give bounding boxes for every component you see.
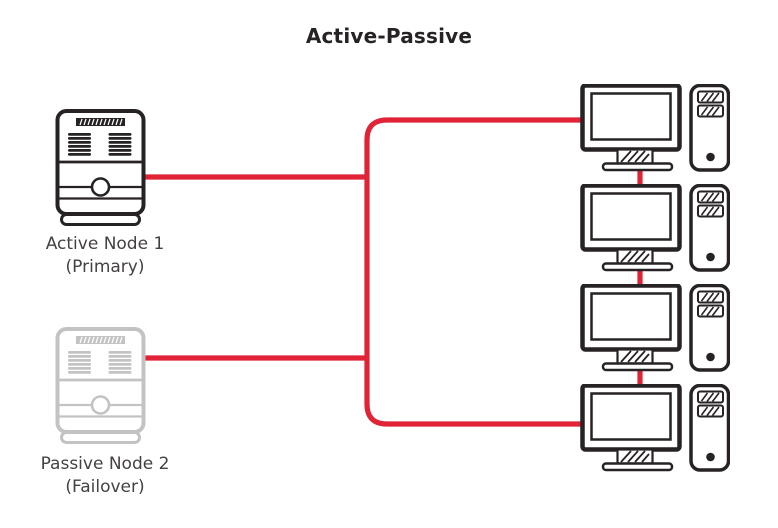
active-server-icon — [55, 109, 146, 227]
client-computer-4 — [580, 384, 730, 472]
passive-node-name: Passive Node 2 — [40, 454, 170, 474]
client-computer-2 — [580, 184, 730, 272]
diagram-title: Active-Passive — [305, 24, 473, 48]
passive-node-role: (Failover) — [65, 477, 145, 497]
passive-node-label: Passive Node 2 (Failover) — [10, 453, 200, 499]
passive-server-icon — [55, 327, 146, 445]
active-node-name: Active Node 1 — [45, 234, 165, 254]
wire-client-trunk — [364, 117, 600, 427]
active-node-role: (Primary) — [65, 257, 145, 277]
client-computer-3 — [580, 284, 730, 372]
active-node-label: Active Node 1 (Primary) — [10, 233, 200, 279]
client-computer-1 — [580, 84, 730, 172]
